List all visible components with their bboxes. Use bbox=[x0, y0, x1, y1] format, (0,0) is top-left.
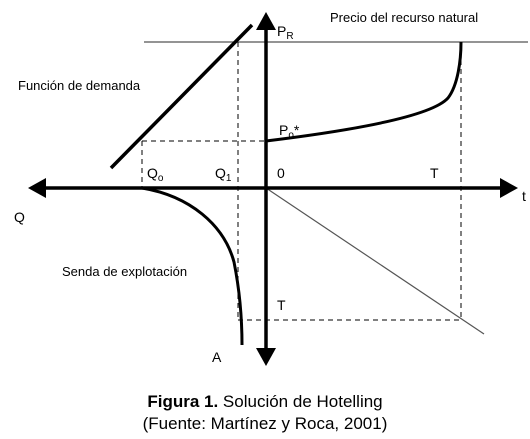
label-demand: Función de demanda bbox=[18, 78, 141, 93]
label-t-right: t bbox=[522, 188, 526, 204]
label-q1: Q1 bbox=[215, 165, 232, 184]
exploitation-path-curve bbox=[141, 186, 244, 346]
horizontal-axis-left-arrow bbox=[28, 178, 46, 198]
demand-function-line bbox=[109, 23, 254, 170]
caption-source: (Fuente: Martínez y Roca, 2001) bbox=[142, 414, 388, 433]
price-path-curve bbox=[265, 41, 463, 143]
vertical-axis-top-arrow bbox=[256, 12, 276, 30]
diagonal-line bbox=[265, 187, 485, 335]
label-p0: Po* bbox=[279, 122, 300, 141]
label-q-axis: Q bbox=[14, 209, 25, 225]
horizontal-axis-right-arrow bbox=[500, 178, 518, 198]
caption-label: Figura 1. bbox=[147, 392, 219, 411]
label-zero: 0 bbox=[277, 165, 285, 181]
label-a: A bbox=[212, 349, 222, 365]
vertical-axis-bottom-arrow bbox=[256, 348, 276, 366]
label-t-lower: T bbox=[277, 297, 286, 313]
label-exploitation-path: Senda de explotación bbox=[62, 264, 187, 279]
caption-title: Figura 1. Solución de Hotelling bbox=[0, 392, 530, 412]
label-q0: Qo bbox=[147, 165, 164, 184]
caption-text: Solución de Hotelling bbox=[218, 392, 383, 411]
label-pr: PR bbox=[277, 23, 294, 42]
label-t-axis: T bbox=[430, 165, 439, 181]
label-price-title: Precio del recurso natural bbox=[330, 10, 478, 25]
